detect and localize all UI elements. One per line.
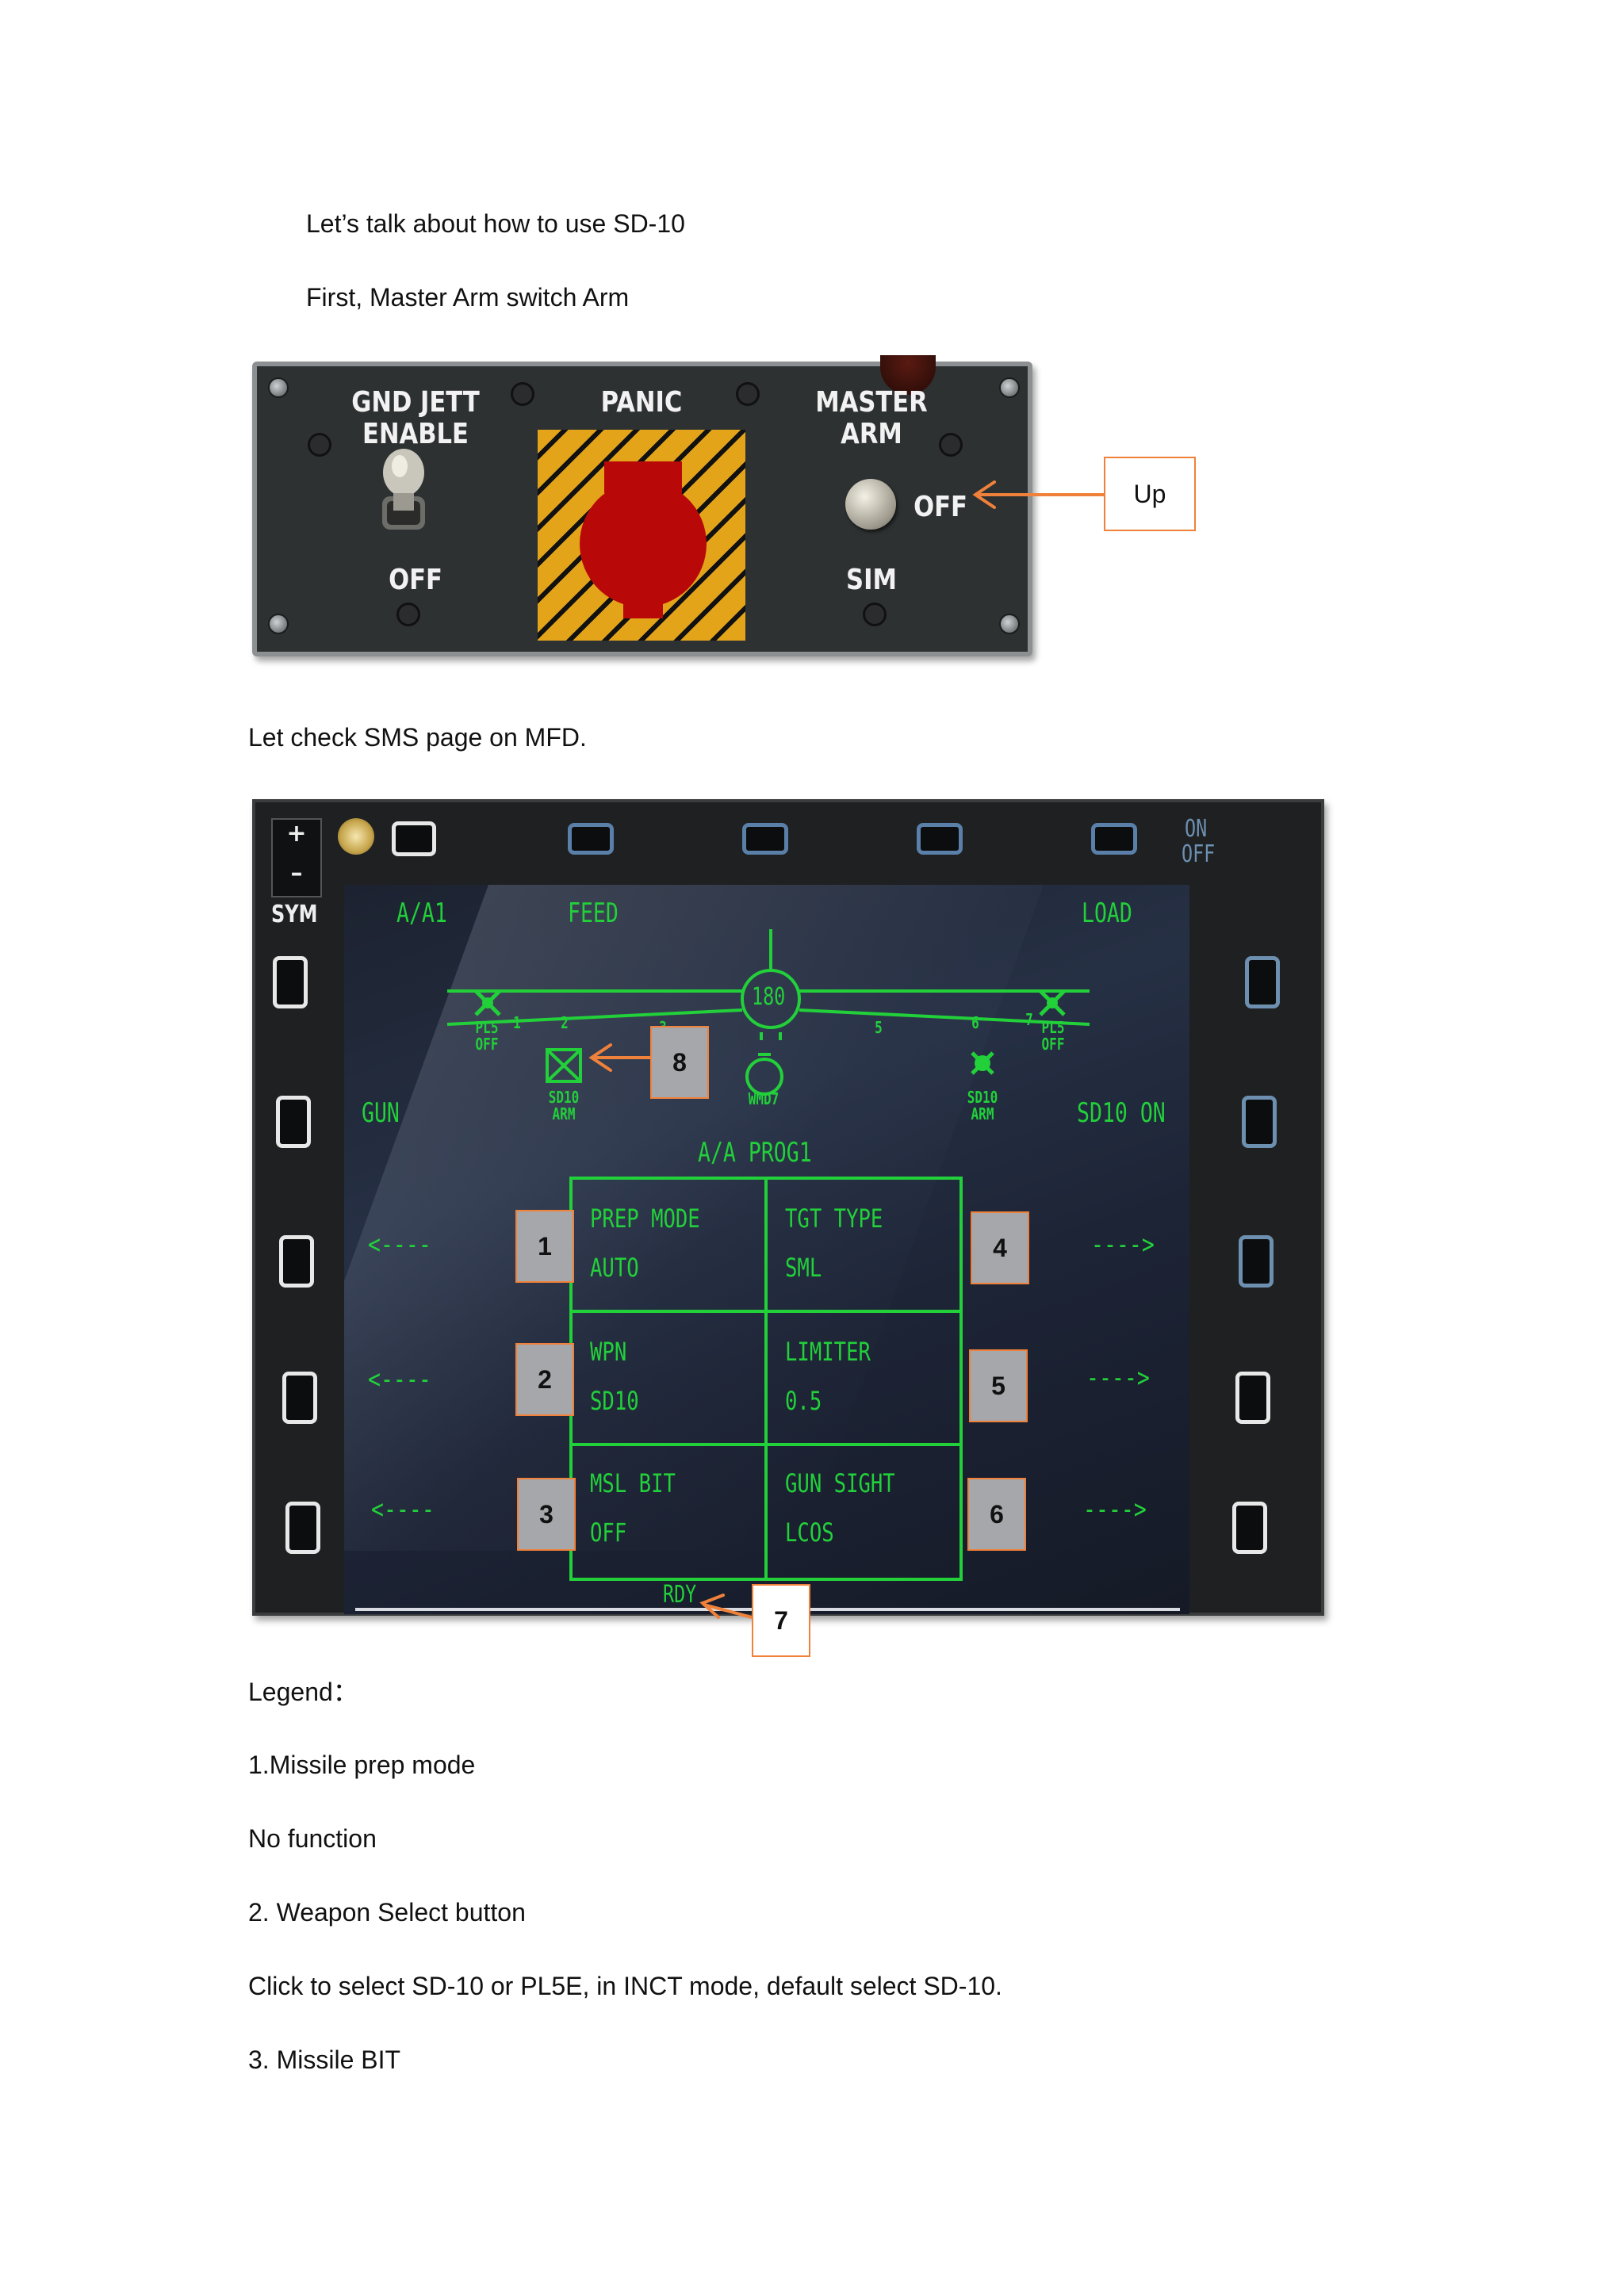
msl-bit-value[interactable]: OFF (590, 1517, 627, 1548)
panic-label: PANIC (600, 386, 683, 419)
callout-2: 2 (515, 1343, 574, 1416)
limiter-value[interactable]: 0.5 (785, 1386, 822, 1416)
mfd-screen: A/A1 FEED LOAD (344, 885, 1189, 1614)
osb-right-5[interactable] (1232, 1502, 1267, 1554)
right-arrow-3[interactable]: ----> (1083, 1494, 1147, 1525)
tgt-type-label: TGT TYPE (785, 1203, 883, 1234)
bezel-ring-icon (939, 433, 963, 457)
osb-left-2[interactable] (276, 1096, 311, 1148)
screw-icon (268, 614, 289, 634)
left-arrow-3[interactable]: <---- (371, 1494, 435, 1525)
gun-label[interactable]: GUN (362, 1097, 400, 1129)
master-arm-switch[interactable] (845, 479, 896, 530)
gun-sight-value[interactable]: LCOS (785, 1517, 834, 1548)
callout-6: 6 (967, 1478, 1026, 1551)
on-label: ON (1185, 815, 1208, 843)
osb-left-5[interactable] (285, 1502, 320, 1554)
wpn-value[interactable]: SD10 (590, 1386, 639, 1416)
bezel-ring-icon (511, 382, 534, 406)
arm-off-label: OFF (914, 491, 967, 523)
brightness-knob-icon[interactable] (338, 818, 374, 855)
legend-item-2: No function (248, 1824, 377, 1853)
gnd-off-label: OFF (389, 564, 442, 596)
up-callout: Up (1104, 457, 1196, 531)
osb-right-1[interactable] (1245, 956, 1280, 1008)
legend-title: Legend： (248, 1678, 358, 1706)
station-number-7: 7 (1025, 1010, 1033, 1029)
osb-top-2[interactable] (568, 823, 614, 855)
screw-icon (999, 377, 1020, 398)
legend-item-4: Click to select SD-10 or PL5E, in INCT m… (248, 1972, 1002, 2000)
prep-mode-value[interactable]: AUTO (590, 1253, 639, 1283)
station-number-6: 6 (971, 1013, 979, 1032)
callout-4: 4 (971, 1211, 1029, 1284)
arm-sim-label: SIM (846, 564, 897, 596)
sms-intro-text: Let check SMS page on MFD. (248, 723, 587, 752)
brightness-rocker[interactable]: + – (271, 818, 322, 897)
callout-8: 8 (650, 1026, 709, 1099)
plus-label: + (286, 820, 307, 848)
prep-mode-label: PREP MODE (590, 1203, 700, 1234)
callout-3: 3 (517, 1478, 576, 1551)
intro-line-1: Let’s talk about how to use SD-10 (306, 209, 685, 238)
osb-right-2[interactable] (1242, 1096, 1277, 1148)
legend-item-5: 3. Missile BIT (248, 2045, 401, 2074)
prog-title: A/A PROG1 (698, 1137, 812, 1169)
master-arm-label: MASTER ARM (815, 386, 928, 450)
callout-7: 7 (752, 1584, 810, 1657)
station-number-5: 5 (875, 1018, 883, 1037)
load-label[interactable]: LOAD (1082, 897, 1132, 929)
screw-icon (999, 614, 1020, 634)
osb-left-4[interactable] (282, 1372, 317, 1424)
bezel-ring-icon (308, 433, 331, 457)
panic-button[interactable] (577, 461, 709, 620)
limiter-label: LIMITER (785, 1337, 871, 1367)
left-arrow-2[interactable]: <---- (368, 1364, 431, 1395)
gnd-jett-toggle-switch[interactable] (376, 449, 431, 536)
left-arrow-1[interactable]: <---- (368, 1229, 431, 1261)
osb-left-1[interactable] (273, 956, 308, 1008)
station-number-1: 1 (513, 1013, 521, 1032)
gun-sight-label: GUN SIGHT (785, 1468, 895, 1498)
osb-top-3[interactable] (742, 823, 788, 855)
right-arrow-1[interactable]: ----> (1091, 1229, 1155, 1261)
off-label: OFF (1182, 840, 1216, 868)
station-center: WMD7 (748, 1089, 779, 1108)
screw-icon (268, 377, 289, 398)
osb-top-1[interactable] (392, 821, 436, 856)
gnd-jett-label: GND JETT ENABLE (351, 386, 480, 450)
intro-line-2: First, Master Arm switch Arm (306, 283, 630, 312)
callout-5: 5 (969, 1349, 1028, 1422)
panic-hazard-frame (538, 430, 745, 641)
top-left-label[interactable]: A/A1 (396, 897, 447, 929)
bezel-ring-icon (736, 382, 760, 406)
tgt-type-value[interactable]: SML (785, 1253, 822, 1283)
legend-item-1: 1.Missile prep mode (248, 1751, 476, 1779)
master-arm-panel: GND JETT ENABLE OFF PANIC MASTER ARM OFF… (252, 355, 1032, 656)
bezel-ring-icon (863, 603, 887, 626)
osb-left-3[interactable] (279, 1235, 314, 1288)
feed-label[interactable]: FEED (568, 897, 619, 929)
osb-top-4[interactable] (917, 823, 963, 855)
sd10-on-label[interactable]: SD10 ON (1077, 1097, 1166, 1129)
sym-label: SYM (271, 901, 318, 928)
osb-right-4[interactable] (1235, 1372, 1270, 1424)
rdy-status: RDY (663, 1581, 697, 1609)
bezel-ring-icon (396, 603, 420, 626)
station-left-sd10: SD10 ARM (548, 1088, 580, 1123)
minus-label: – (290, 859, 303, 887)
osb-top-5[interactable] (1091, 823, 1137, 855)
station-number-2: 2 (561, 1013, 569, 1032)
legend-item-3: 2. Weapon Select button (248, 1898, 526, 1927)
callout-1: 1 (515, 1210, 574, 1283)
wpn-label: WPN (590, 1337, 627, 1367)
station-right-sd10: SD10 ARM (967, 1088, 998, 1123)
right-arrow-2[interactable]: ----> (1086, 1362, 1150, 1394)
mfd-display: + – SYM ON OFF A/A1 FEED LOAD (252, 799, 1324, 1616)
station-left-pl5: PL5 OFF (475, 1018, 499, 1054)
msl-bit-label: MSL BIT (590, 1468, 676, 1498)
station-right-pl5: PL5 OFF (1041, 1018, 1065, 1054)
osb-right-3[interactable] (1239, 1235, 1274, 1288)
center-value: 180 (752, 983, 786, 1011)
